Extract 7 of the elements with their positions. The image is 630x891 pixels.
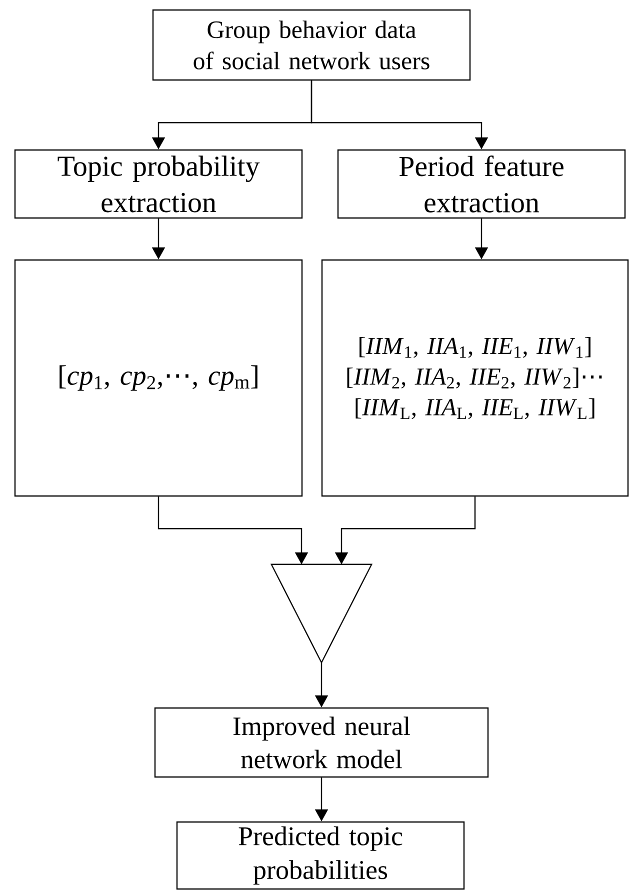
- vector-box: [IIM$_{1}$, IIA$_{1}$, IIE$_{1}$, IIW$_{1}$] [IIM$_{2}$, IIA$_{2}$, IIE$_{2}$, IIW$_{2}$]⋯ [IIM$_{L}$, IIA$_{L}$, IIE$_{L}$, IIW$_{L}$]: [321, 259, 629, 497]
- vector-box: [cp$_{1}$, cp$_{2}$,⋯, cp$_{m}$]: [14, 259, 303, 497]
- process-box: Improved neural network model: [154, 707, 489, 778]
- process-box: Period feature extraction: [337, 149, 626, 219]
- output-box: Predicted topic probabilities: [176, 821, 465, 890]
- process-box: Topic probability extraction: [14, 149, 303, 219]
- input-box: Group behavior data of social network users: [152, 9, 471, 81]
